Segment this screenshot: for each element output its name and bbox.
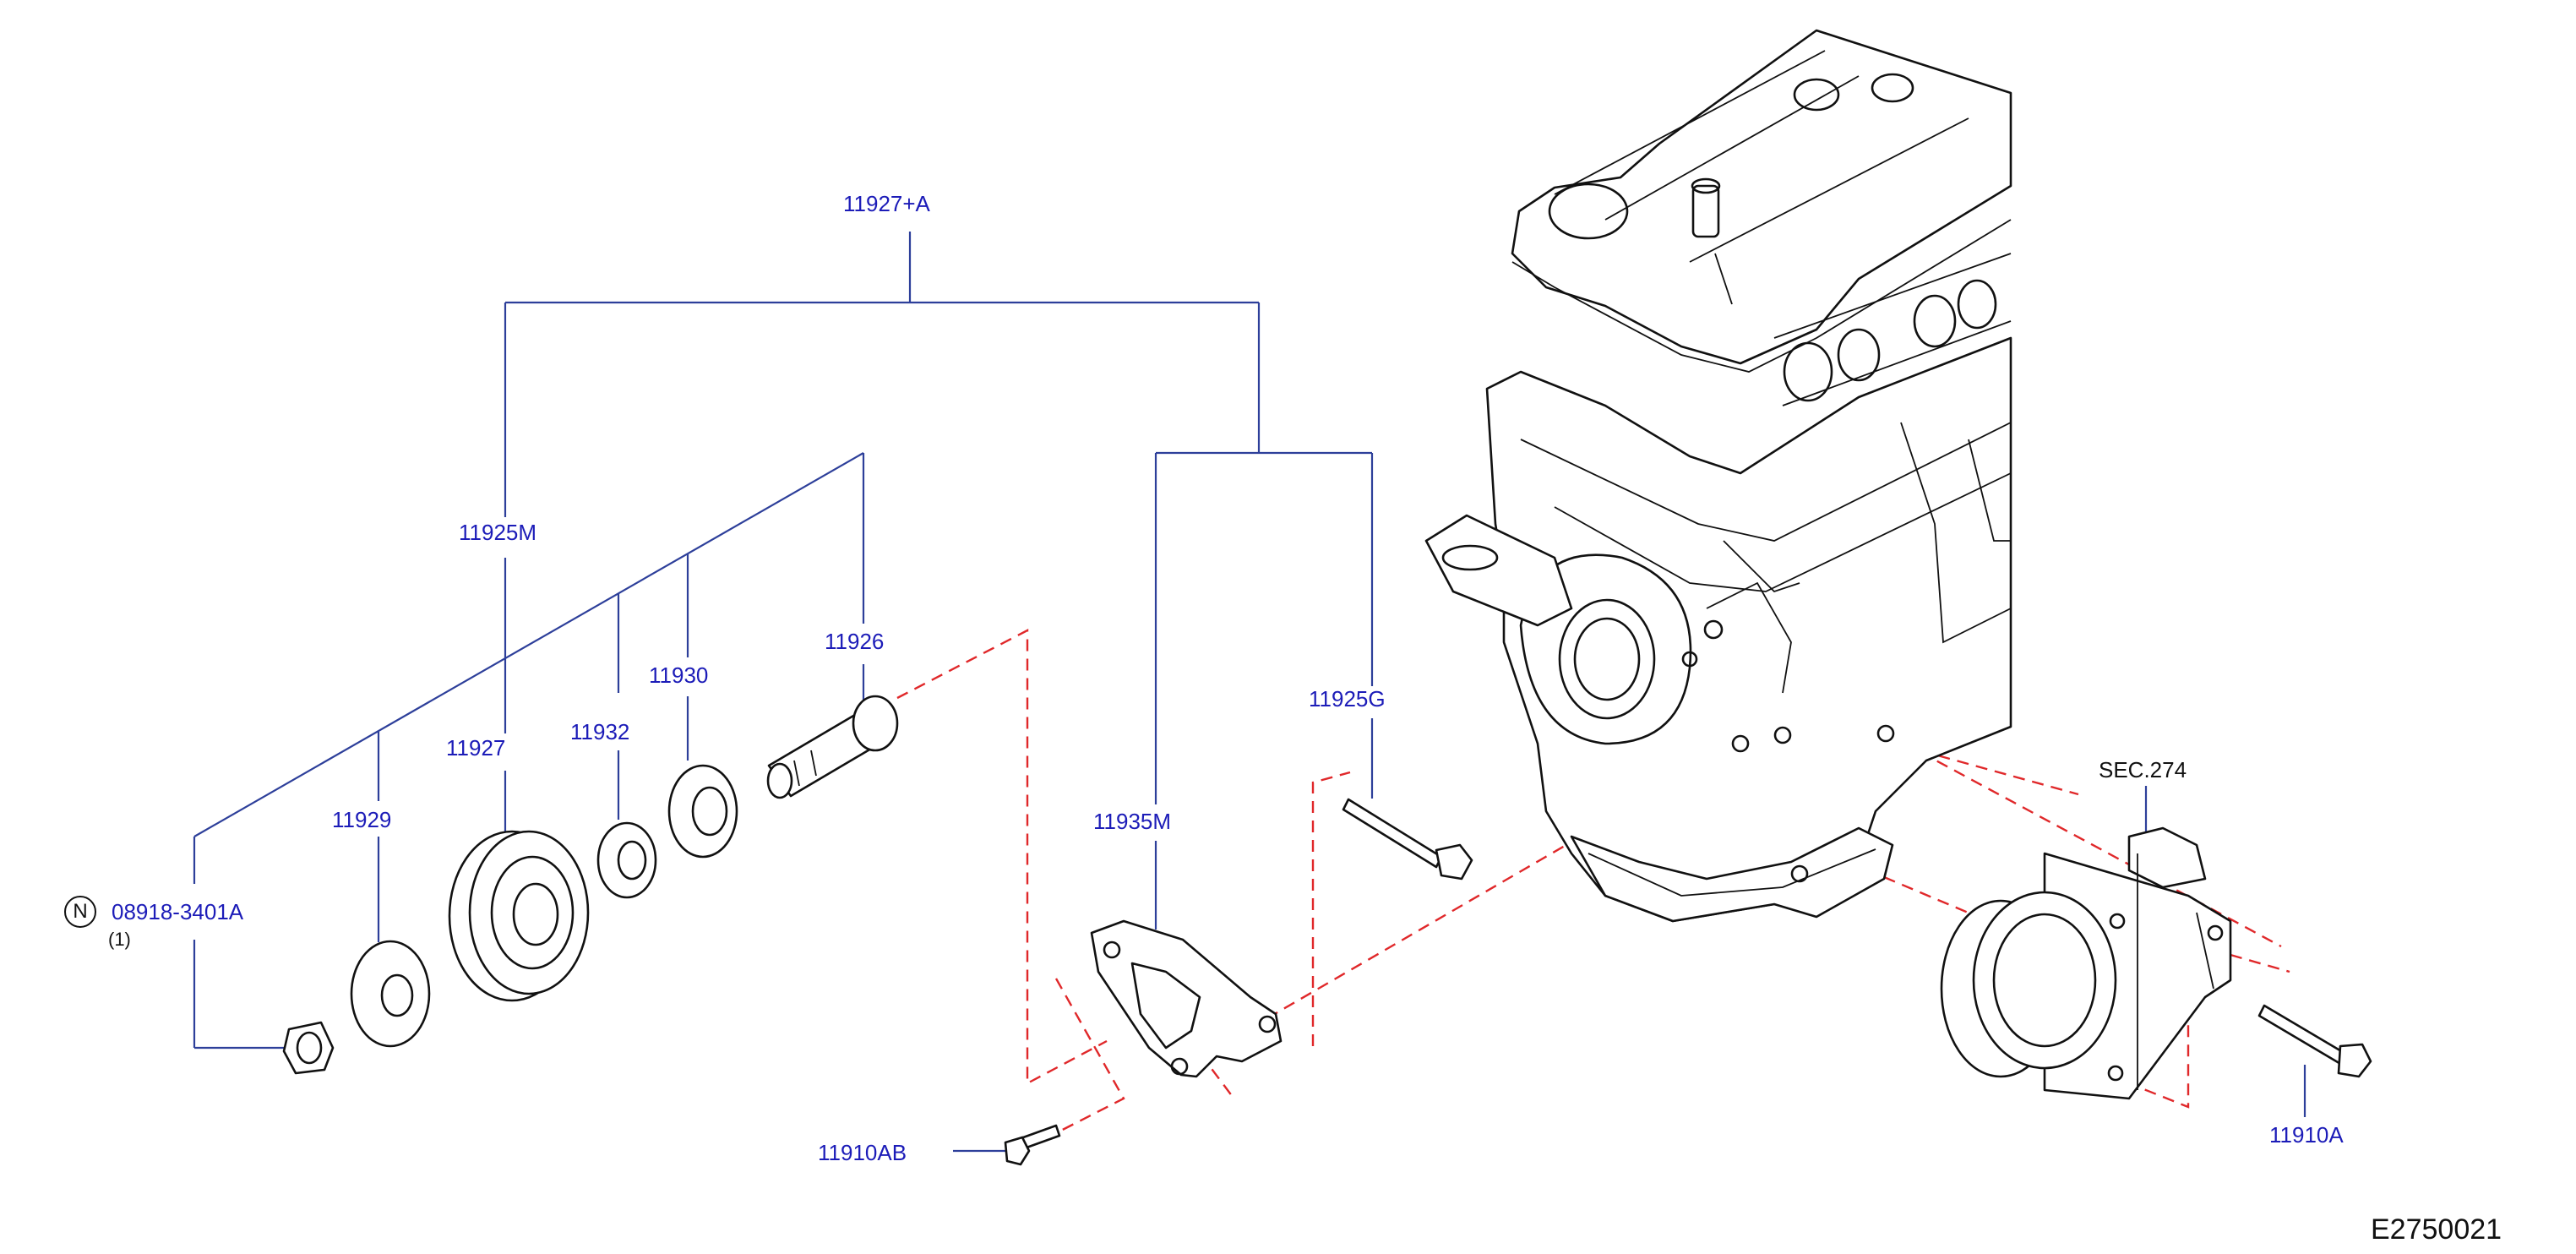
stud-11926-drawing bbox=[766, 695, 899, 799]
part-label-11910ab[interactable]: 11910AB bbox=[818, 1140, 907, 1165]
engine-block-drawing bbox=[1424, 29, 2012, 923]
nut-08918-drawing bbox=[282, 1021, 335, 1075]
part-label-11910a[interactable]: 11910A bbox=[2269, 1122, 2344, 1148]
part-label-11932[interactable]: 11932 bbox=[570, 719, 630, 744]
part-label-11930[interactable]: 11930 bbox=[649, 662, 709, 688]
washer-11930-drawing bbox=[667, 764, 738, 859]
bolt-11910A-drawing bbox=[2257, 1004, 2372, 1078]
part-label-11927[interactable]: 11927 bbox=[446, 735, 506, 761]
leader-lines bbox=[193, 232, 2306, 1153]
bushing-11932-drawing bbox=[596, 821, 657, 899]
part-label-11925m[interactable]: 11925M bbox=[459, 520, 537, 545]
pulley-11927-drawing bbox=[448, 830, 590, 1002]
bolt-11910AB-drawing bbox=[1004, 1124, 1061, 1166]
part-label-11927-a[interactable]: 11927+A bbox=[843, 191, 930, 216]
plate-11929-drawing bbox=[350, 940, 431, 1048]
part-label-11926[interactable]: 11926 bbox=[825, 629, 885, 654]
n-marker-icon: N bbox=[64, 896, 96, 928]
part-quantity-08918: (1) bbox=[108, 929, 131, 950]
diagram-code: E2750021 bbox=[2371, 1213, 2502, 1246]
bracket-11935M-drawing bbox=[1090, 919, 1283, 1078]
ac-compressor-drawing bbox=[1940, 826, 2232, 1100]
part-label-11935m[interactable]: 11935M bbox=[1093, 809, 1172, 834]
part-label-08918-3401a[interactable]: 08918-3401A bbox=[112, 899, 244, 924]
part-label-11925g[interactable]: 11925G bbox=[1309, 686, 1386, 712]
bolt-11925G-drawing bbox=[1342, 798, 1473, 881]
part-label-11929[interactable]: 11929 bbox=[332, 807, 392, 832]
section-reference-label[interactable]: SEC.274 bbox=[2099, 757, 2187, 782]
